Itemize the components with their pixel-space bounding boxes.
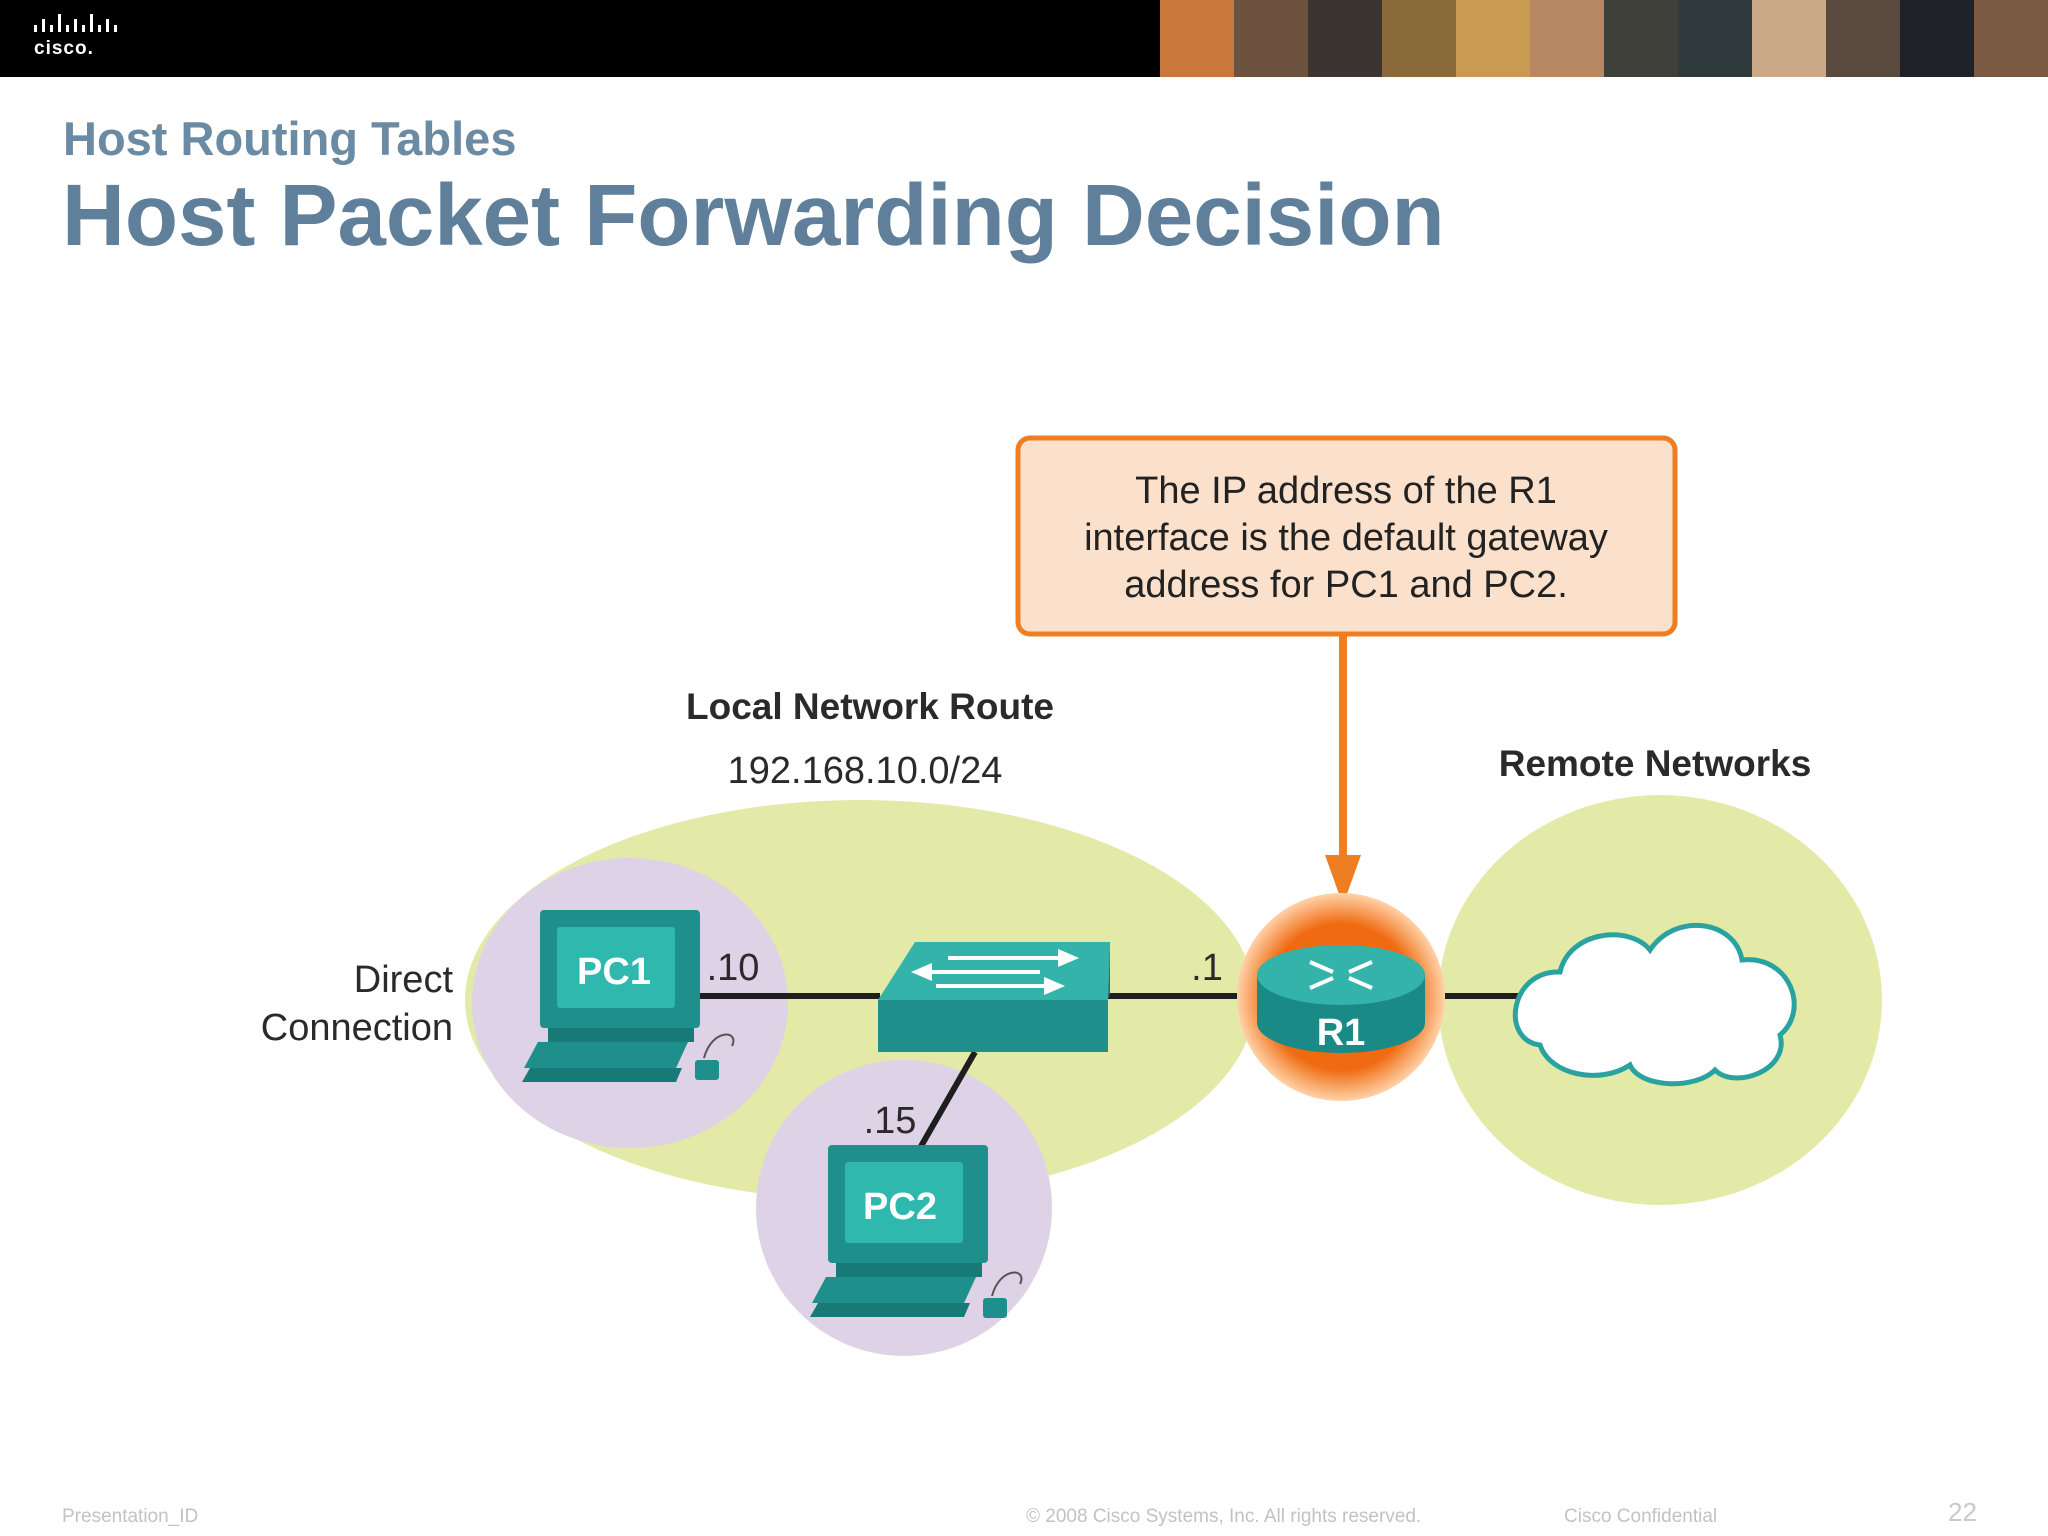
remote-networks-label: Remote Networks (1499, 743, 1812, 784)
header-photo-strip (1160, 0, 2048, 77)
header-photo-tile (1826, 0, 1900, 77)
local-route-label: Local Network Route (686, 686, 1054, 727)
header-photo-tile (1678, 0, 1752, 77)
router-r1-icon: R1 (1237, 893, 1445, 1101)
slide-title: Host Packet Forwarding Decision (62, 167, 1445, 264)
cloud-icon (1512, 922, 1797, 1087)
callout-line-1: The IP address of the R1 (1135, 470, 1557, 512)
pc2-host-address: .15 (864, 1100, 917, 1142)
header-photo-tile (1456, 0, 1530, 77)
link-switch-pc2 (917, 1050, 978, 1150)
cisco-bars-icon (34, 14, 117, 32)
cisco-logo: cisco. (34, 14, 124, 64)
callout-line-3: address for PC1 and PC2. (1124, 564, 1568, 606)
header-photo-tile (1530, 0, 1604, 77)
router-interface-address: .1 (1191, 947, 1223, 989)
header-photo-tile (1752, 0, 1826, 77)
header-photo-tile (1160, 0, 1234, 77)
pc1-host-address: .10 (707, 947, 760, 989)
router-label: R1 (1317, 1012, 1366, 1054)
header-photo-tile (1234, 0, 1308, 77)
callout-frame (1015, 435, 1678, 637)
pc1-label: PC1 (577, 951, 651, 993)
header-photo-tile (1974, 0, 2048, 77)
header-photo-tile (1604, 0, 1678, 77)
page-number: 22 (1948, 1497, 1977, 1527)
header-bar: cisco. (0, 0, 2048, 77)
pc2-label: PC2 (863, 1186, 937, 1228)
pc2-computer-icon: PC2 (810, 1145, 1023, 1318)
local-network-address: 192.168.10.0/24 (728, 750, 1003, 792)
header-photo-tile (1308, 0, 1382, 77)
header-photo-tile (1900, 0, 1974, 77)
switch-icon (878, 942, 1110, 1052)
callout-arrow-head-icon (1325, 855, 1361, 905)
confidential-label: Cisco Confidential (1564, 1506, 1718, 1527)
direct-label-line1: Direct (354, 959, 454, 1001)
network-links (700, 993, 1525, 1150)
logo-text: cisco. (34, 38, 94, 59)
pc1-computer-icon: PC1 (522, 910, 735, 1082)
direct-label-line2: Connection (261, 1007, 453, 1049)
callout-box: The IP address of the R1 interface is th… (1015, 435, 1678, 637)
header-photo-tile (1382, 0, 1456, 77)
copyright-notice: © 2008 Cisco Systems, Inc. All rights re… (1026, 1506, 1422, 1527)
slide-subtitle: Host Routing Tables (63, 112, 517, 165)
callout-line-2: interface is the default gateway (1084, 517, 1608, 559)
presentation-id: Presentation_ID (62, 1506, 199, 1527)
